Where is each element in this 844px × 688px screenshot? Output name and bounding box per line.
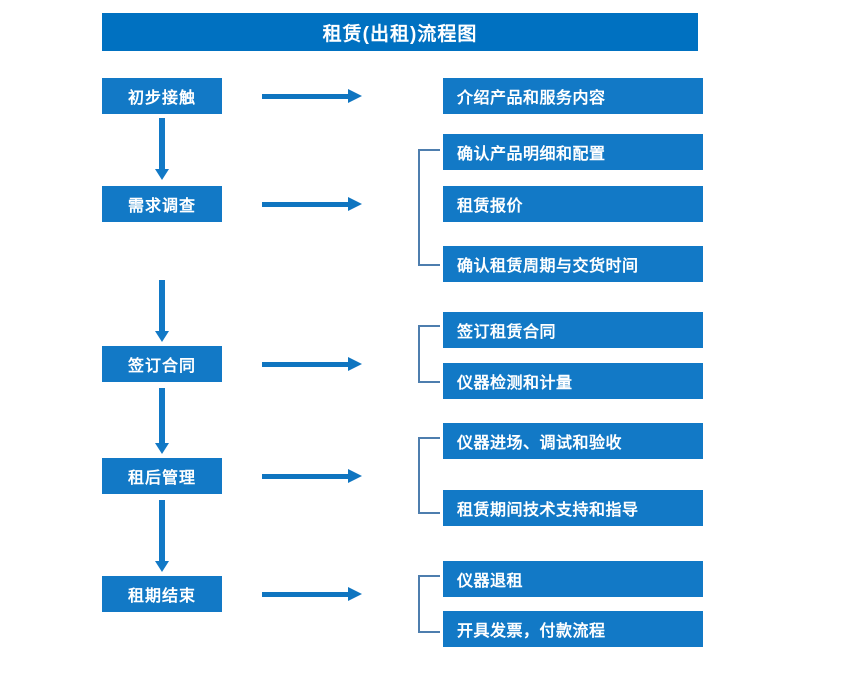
arrow-head-right-icon — [348, 357, 362, 371]
arrow-shaft — [262, 362, 350, 367]
detail-box-6[interactable]: 仪器检测和计量 — [443, 363, 703, 399]
detail-box-7[interactable]: 仪器进场、调试和验收 — [443, 423, 703, 459]
detail-box-10[interactable]: 开具发票，付款流程 — [443, 611, 703, 647]
arrow-shaft — [262, 94, 350, 99]
stage-box-5[interactable]: 租期结束 — [102, 576, 222, 612]
arrow-head-down-icon — [155, 561, 169, 572]
detail-box-5[interactable]: 签订租赁合同 — [443, 312, 703, 348]
arrow-head-down-icon — [155, 169, 169, 180]
arrow-shaft — [159, 280, 165, 331]
arrow-head-down-icon — [155, 331, 169, 342]
arrow-head-right-icon — [348, 469, 362, 483]
group-bracket-3 — [418, 325, 440, 383]
arrow-head-right-icon — [348, 197, 362, 211]
group-bracket-4 — [418, 437, 440, 514]
arrow-shaft — [262, 202, 350, 207]
stage-box-2[interactable]: 需求调查 — [102, 186, 222, 222]
detail-box-8[interactable]: 租赁期间技术支持和指导 — [443, 490, 703, 526]
stage-box-4[interactable]: 租后管理 — [102, 458, 222, 494]
chart-title: 租赁(出租)流程图 — [102, 13, 698, 51]
vertical-arrow-2-3 — [155, 280, 169, 342]
arrow-shaft — [262, 592, 350, 597]
arrow-head-down-icon — [155, 443, 169, 454]
horizontal-arrow-3 — [262, 357, 362, 371]
vertical-arrow-3-4 — [155, 388, 169, 454]
detail-box-2[interactable]: 确认产品明细和配置 — [443, 134, 703, 170]
vertical-arrow-4-5 — [155, 500, 169, 572]
arrow-head-right-icon — [348, 89, 362, 103]
group-bracket-2 — [418, 149, 440, 266]
arrow-head-right-icon — [348, 587, 362, 601]
horizontal-arrow-4 — [262, 469, 362, 483]
stage-box-3[interactable]: 签订合同 — [102, 346, 222, 382]
horizontal-arrow-1 — [262, 89, 362, 103]
horizontal-arrow-2 — [262, 197, 362, 211]
detail-box-9[interactable]: 仪器退租 — [443, 561, 703, 597]
arrow-shaft — [159, 118, 165, 169]
horizontal-arrow-5 — [262, 587, 362, 601]
arrow-shaft — [262, 474, 350, 479]
detail-box-4[interactable]: 确认租赁周期与交货时间 — [443, 246, 703, 282]
detail-box-1[interactable]: 介绍产品和服务内容 — [443, 78, 703, 114]
vertical-arrow-1-2 — [155, 118, 169, 180]
arrow-shaft — [159, 500, 165, 561]
stage-box-1[interactable]: 初步接触 — [102, 78, 222, 114]
arrow-shaft — [159, 388, 165, 443]
group-bracket-5 — [418, 575, 440, 633]
detail-box-3[interactable]: 租赁报价 — [443, 186, 703, 222]
